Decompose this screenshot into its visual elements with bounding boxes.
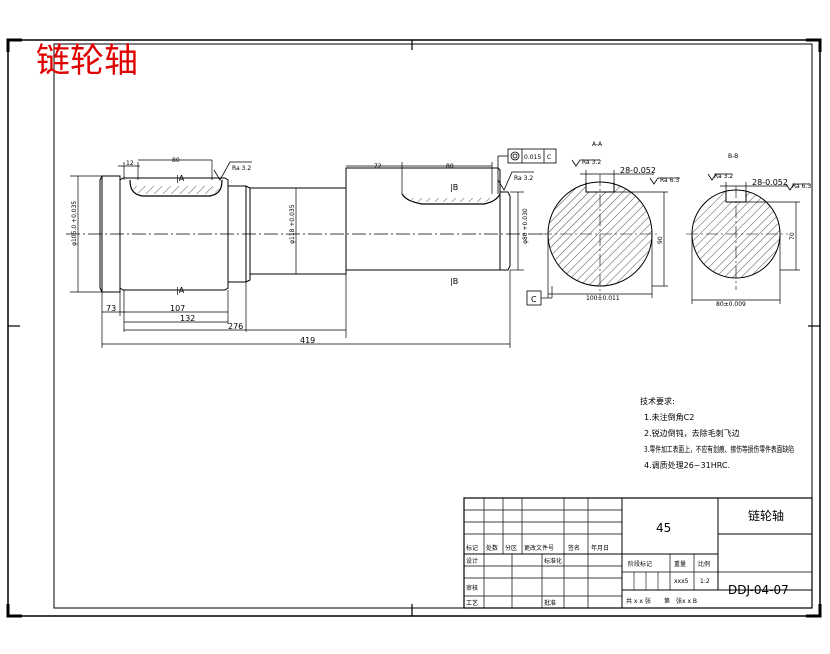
drawing-number: DDJ-04-07 bbox=[728, 583, 789, 597]
keyway-hatch-a bbox=[132, 186, 220, 194]
hdr-change-doc: 更改文件号 bbox=[524, 544, 554, 552]
dim-132: 132 bbox=[180, 314, 195, 323]
tolerance-datum: C bbox=[547, 154, 551, 161]
technical-notes: 技术要求: 1.未注倒角C2 2.锐边倒钝，去除毛刺飞边 3.零件加工表面上，不… bbox=[640, 396, 794, 470]
view-a-lower: |A bbox=[176, 286, 185, 295]
hdr-date: 年月日 bbox=[591, 544, 609, 552]
hdr-zone: 分区 bbox=[505, 544, 517, 552]
section-b-label: B-B bbox=[728, 153, 738, 160]
hdr-mark: 标记 bbox=[466, 544, 478, 552]
tolerance-frame bbox=[497, 148, 557, 194]
lbl-weight: 重量 bbox=[674, 560, 686, 568]
inner-frame bbox=[53, 43, 813, 609]
corner-marks bbox=[6, 38, 822, 618]
roughness-5: Ra 3.2 bbox=[714, 173, 733, 180]
dim-12: 12 bbox=[126, 160, 134, 167]
notes-heading: 技术要求: bbox=[640, 396, 675, 406]
hdr-sign: 签名 bbox=[568, 544, 580, 552]
scale-value: 1:2 bbox=[700, 578, 710, 585]
height-a-dim: 90 bbox=[657, 236, 664, 244]
lbl-approve: 批准 bbox=[544, 599, 556, 607]
section-b-view bbox=[686, 182, 800, 304]
dim-72: 72 bbox=[374, 163, 382, 170]
dim-dia-mid: φ118 +0.035 bbox=[289, 204, 296, 244]
tolerance-value: 0.015 bbox=[524, 154, 541, 161]
drawing-title: 链轮轴 bbox=[36, 41, 138, 81]
view-b-lower: |B bbox=[450, 277, 458, 286]
part-name: 链轮轴 bbox=[748, 508, 784, 523]
keyway-a-dim: 28-0.052 bbox=[620, 166, 656, 175]
lbl-design: 设计 bbox=[466, 557, 478, 565]
dim-276: 276 bbox=[228, 322, 243, 331]
dim-73: 73 bbox=[106, 304, 116, 313]
keyway-b-dim: 28-0.052 bbox=[752, 178, 788, 187]
roughness-6: Ra 6.3 bbox=[792, 183, 811, 190]
note-3: 3.零件加工表面上，不应有划痕、擦伤等损伤零件表面缺陷 bbox=[644, 444, 794, 454]
lbl-process: 工艺 bbox=[466, 599, 478, 607]
lbl-scale: 比例 bbox=[698, 560, 710, 568]
lbl-standard: 标准化 bbox=[544, 557, 562, 565]
width-a-dim: 100±0.011 bbox=[586, 295, 620, 302]
view-b-upper: |B bbox=[450, 183, 458, 192]
dim-80b: 80 bbox=[446, 163, 454, 170]
material: 45 bbox=[656, 521, 671, 535]
roughness-1: Ra 3.2 bbox=[232, 165, 251, 172]
lbl-stage-mark: 阶段标记 bbox=[628, 560, 652, 568]
note-1: 1.未注倒角C2 bbox=[644, 412, 694, 422]
dim-80a: 80 bbox=[172, 157, 180, 164]
sheet-number: 第 张x x B bbox=[664, 597, 697, 605]
width-b-dim: 80±0.009 bbox=[716, 301, 746, 308]
dim-dia-left: φ105.0 +0.035 bbox=[71, 201, 78, 246]
datum-label: C bbox=[531, 295, 537, 304]
view-a-upper: |A bbox=[176, 174, 185, 183]
roughness-symbols bbox=[213, 159, 810, 191]
dim-dia-right: φ80 +0.030 bbox=[522, 208, 529, 244]
outer-frame bbox=[7, 39, 821, 617]
note-4: 4.调质处理26~31HRC. bbox=[644, 460, 730, 470]
center-marks bbox=[8, 40, 820, 616]
weight-value: xxx5 bbox=[674, 578, 689, 585]
dimension-lines bbox=[70, 159, 524, 348]
note-2: 2.锐边倒钝，去除毛刺飞边 bbox=[644, 428, 740, 438]
roughness-2: Ra 3.2 bbox=[514, 175, 533, 182]
dim-107: 107 bbox=[170, 304, 185, 313]
title-block bbox=[463, 497, 813, 609]
height-b-dim: 70 bbox=[789, 232, 796, 240]
section-a-label: A-A bbox=[592, 141, 603, 148]
roughness-4: Ra 6.3 bbox=[660, 177, 679, 184]
keyway-hatch-b bbox=[408, 198, 496, 202]
dim-419: 419 bbox=[300, 336, 315, 345]
lbl-check: 审核 bbox=[466, 584, 478, 592]
hdr-count: 处数 bbox=[486, 544, 498, 552]
sheet-total: 共 x x 张 bbox=[626, 597, 651, 605]
section-a-view bbox=[540, 170, 668, 298]
roughness-3: Ra 3.2 bbox=[582, 159, 601, 166]
